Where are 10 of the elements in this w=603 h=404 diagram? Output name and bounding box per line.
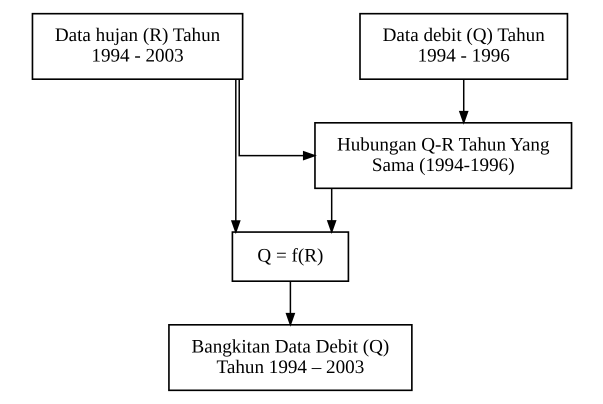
node-box: Hubungan Q-R Tahun Yang Sama (1994-1996) <box>314 122 572 190</box>
node-box: Data hujan (R) Tahun 1994 - 2003 <box>31 12 243 80</box>
node-box: Bangkitan Data Debit (Q) Tahun 1994 – 2003 <box>168 324 412 392</box>
node-box: Data debit (Q) Tahun 1994 - 1996 <box>358 12 568 80</box>
arrow <box>326 188 336 234</box>
arrow <box>458 79 468 125</box>
arrow <box>285 282 295 327</box>
arrow <box>230 79 240 234</box>
arrow <box>238 79 316 160</box>
node-box: Q = f(R) <box>231 231 349 282</box>
